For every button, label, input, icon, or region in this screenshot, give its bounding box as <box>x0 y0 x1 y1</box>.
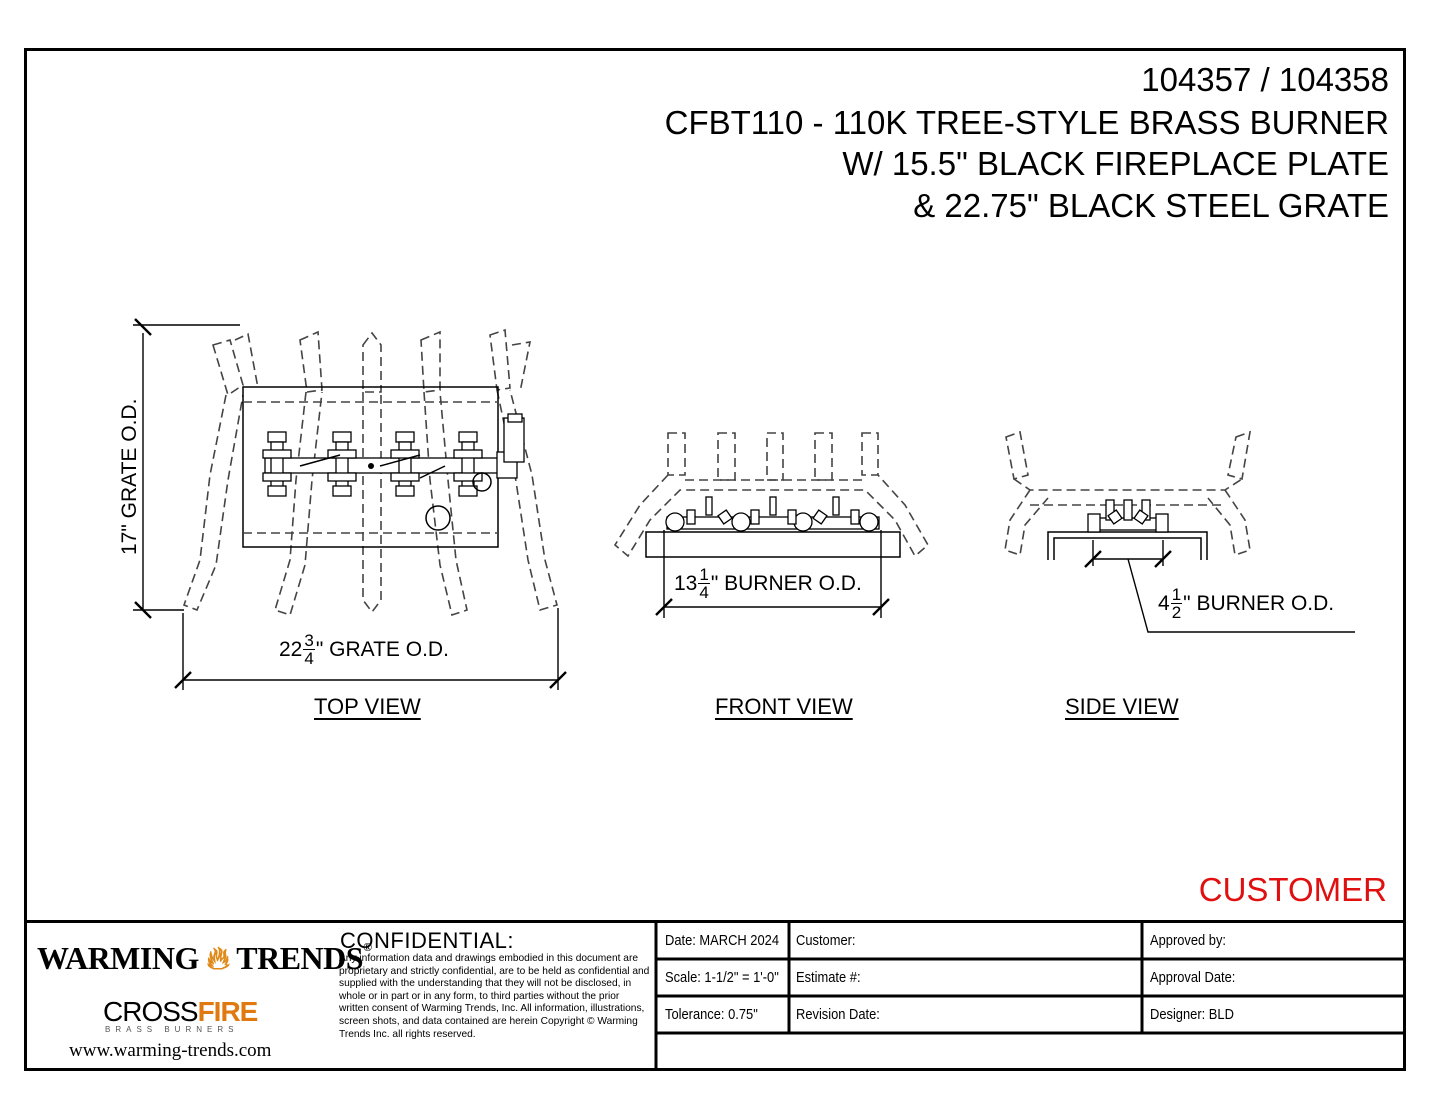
company-website-link[interactable]: www.warming-trends.com <box>69 1040 272 1061</box>
brand-word-trends: TRENDS <box>236 940 364 976</box>
drawing-title-line-3: W/ 15.5" BLACK FIREPLACE PLATE <box>842 145 1389 182</box>
grate-height-dimension-label: 17" GRATE O.D. <box>118 398 141 555</box>
front-burner-text: " BURNER O.D. <box>710 571 862 595</box>
front-view-label: FRONT VIEW <box>715 694 853 719</box>
top-view-burner-manifold <box>262 413 525 497</box>
grate-width-text: " GRATE O.D. <box>315 637 449 661</box>
estimate-field: Estimate #: <box>796 969 861 986</box>
top-view-width-dimension-lines <box>174 608 567 690</box>
side-view-burner <box>1087 499 1169 533</box>
customer-stamp: CUSTOMER <box>1198 871 1387 908</box>
front-burner-fraction: 1 4 <box>698 565 710 602</box>
side-burner-dimension-label: 4 1 2 " BURNER O.D. <box>1158 586 1334 621</box>
brand-word-warming: WARMING <box>37 940 199 976</box>
front-burner-dimension-label: 13 1 4 " BURNER O.D. <box>674 566 862 601</box>
drawing-title-line-1: 104357 / 104358 <box>1141 61 1389 98</box>
front-view-fireplace-plate <box>645 531 901 558</box>
grate-width-numerator: 3 <box>303 631 315 650</box>
front-burner-denominator: 4 <box>699 583 709 602</box>
side-view-drawing <box>1004 430 1355 633</box>
scale-field: Scale: 1-1/2" = 1'-0" <box>665 969 779 986</box>
confidential-heading: CONFIDENTIAL: <box>340 928 514 953</box>
top-view-drawing <box>133 318 567 690</box>
approved-by-field: Approved by: <box>1150 932 1227 949</box>
crossfire-wordmark: CROSSFIRE <box>103 996 259 1028</box>
side-burner-numerator: 1 <box>1170 585 1183 604</box>
top-view-label: TOP VIEW <box>314 694 421 719</box>
date-field: Date: MARCH 2024 <box>665 932 780 949</box>
drawing-title-line-2: CFBT110 - 110K TREE-STYLE BRASS BURNER <box>664 104 1389 141</box>
front-burner-numerator: 1 <box>698 565 710 584</box>
top-view-gas-inlet <box>425 505 451 531</box>
designer-field: Designer: BLD <box>1150 1006 1234 1023</box>
crossfire-word-fire: FIRE <box>197 996 259 1027</box>
grate-width-dimension-label: 22 3 4 " GRATE O.D. <box>279 632 449 667</box>
side-view-dimension-lines <box>1084 540 1355 633</box>
top-view-grate-bars <box>182 328 558 617</box>
front-burner-whole: 13 <box>674 571 698 595</box>
grate-width-fraction: 3 4 <box>303 631 315 668</box>
approval-date-field: Approval Date: <box>1150 969 1236 986</box>
side-view-fireplace-plate <box>1047 531 1208 560</box>
title-block-fields: Date: MARCH 2024 Scale: 1-1/2" = 1'-0" T… <box>656 922 1406 1071</box>
grate-width-denominator: 4 <box>304 649 314 668</box>
side-burner-denominator: 2 <box>1171 603 1182 622</box>
top-view-height-dimension-lines <box>133 318 240 619</box>
warming-trends-wordmark: WARMING 🔥︎ TRENDS® <box>37 940 372 978</box>
front-view-dimension-lines <box>655 530 890 618</box>
side-burner-fraction: 1 2 <box>1170 585 1183 622</box>
crossfire-tagline: BRASS BURNERS <box>105 1025 239 1034</box>
front-view-grate <box>613 432 930 558</box>
tolerance-field: Tolerance: 0.75" <box>665 1006 758 1023</box>
front-view-drawing <box>613 432 930 618</box>
side-burner-text: " BURNER O.D. <box>1183 591 1335 615</box>
crossfire-word-cross: CROSS <box>103 996 199 1027</box>
front-view-burner <box>665 496 880 532</box>
title-block-grid <box>654 922 1406 1071</box>
flame-icon: 🔥︎ <box>206 940 230 976</box>
side-view-label: SIDE VIEW <box>1065 694 1179 719</box>
registered-mark: ® <box>363 940 372 954</box>
customer-field: Customer: <box>796 932 856 949</box>
drawing-title-line-4: & 22.75" BLACK STEEL GRATE <box>913 187 1389 224</box>
footer-title-block <box>24 920 1406 1071</box>
side-burner-whole: 4 <box>1158 591 1170 615</box>
revision-date-field: Revision Date: <box>796 1006 880 1023</box>
company-logo: WARMING 🔥︎ TRENDS® CROSSFIRE BRASS BURNE… <box>37 940 372 1061</box>
drawing-sheet-border <box>24 48 1406 1071</box>
grate-width-whole: 22 <box>279 637 303 661</box>
side-view-grate <box>1004 430 1252 557</box>
confidential-notice: Any information data and drawings embodi… <box>339 953 650 1040</box>
